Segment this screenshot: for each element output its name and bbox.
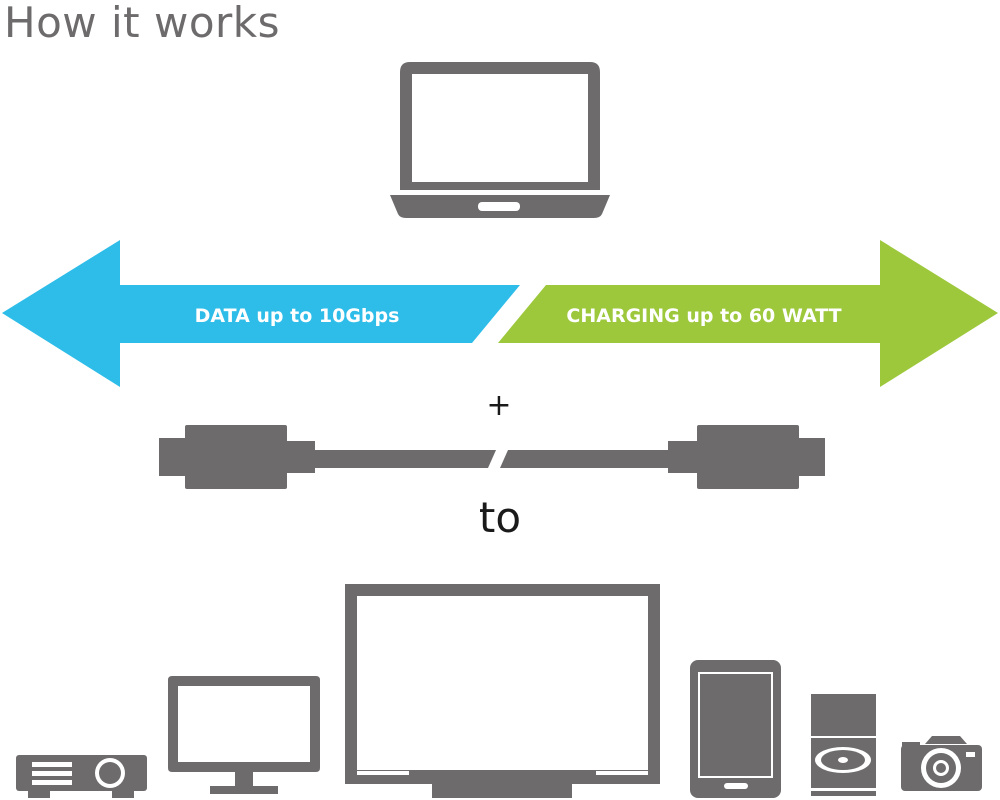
monitor-icon: [168, 676, 320, 794]
data-arrow-label: DATA up to 10Gbps: [195, 305, 400, 327]
laptop-icon: [390, 62, 610, 218]
to-label: to: [479, 493, 521, 542]
usb-cable-icon: [159, 425, 825, 489]
charging-arrow-label: CHARGING up to 60 WATT: [566, 305, 841, 327]
disc-drive-icon: [811, 694, 876, 796]
smartphone-icon: [690, 660, 781, 798]
tv-icon: [345, 584, 660, 798]
charging-arrow: CHARGING up to 60 WATT: [498, 240, 998, 387]
plus-sign: +: [486, 388, 511, 423]
projector-icon: [16, 755, 147, 798]
data-arrow: DATA up to 10Gbps: [2, 240, 520, 387]
camera-icon: [901, 736, 982, 791]
page-title: How it works: [4, 0, 280, 47]
